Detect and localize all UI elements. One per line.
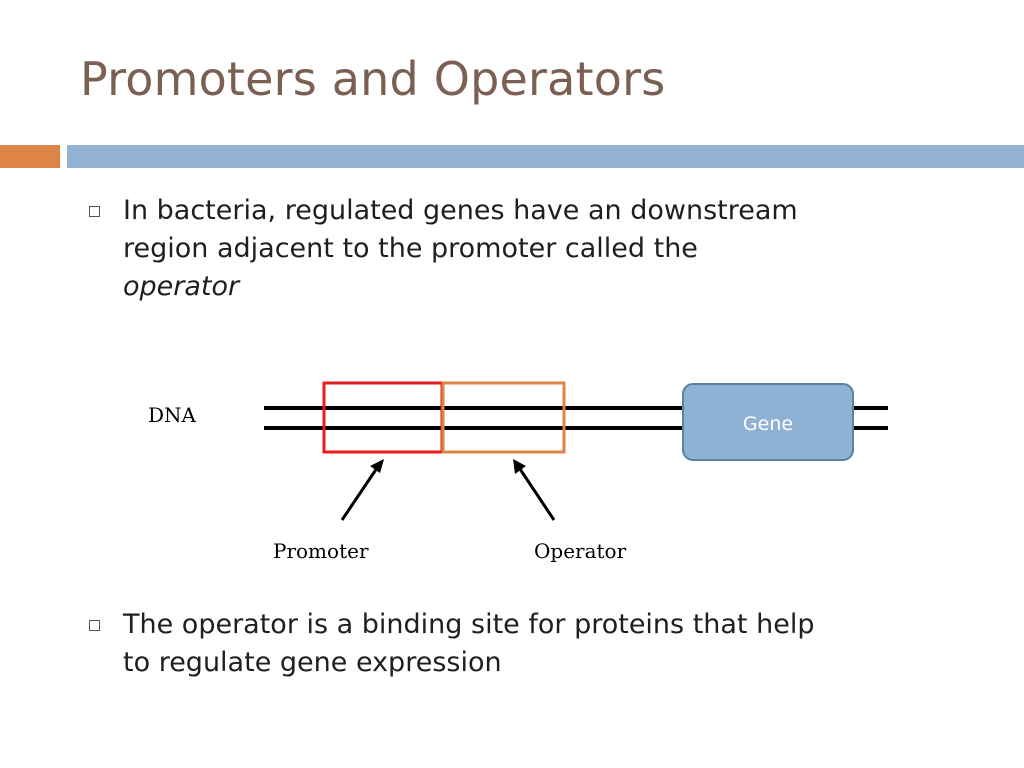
bullet-line-emphasis: operator [123,268,239,306]
promoter-label: Promoter [273,539,369,563]
bullet-item: In bacteria, regulated genes have an dow… [89,192,989,312]
operator-label: Operator [534,539,627,563]
slide-title: Promoters and Operators [80,52,666,106]
operator-arrowhead [513,459,526,474]
gene-regulation-diagram: DNA Gene Promoter Operator [148,381,888,563]
operator-region [441,381,566,454]
promoter-arrow [340,467,379,521]
promoter-arrowhead [370,459,384,473]
accent-band-orange [0,145,60,168]
accent-band-blue [67,145,1024,168]
promoter-region [322,381,444,454]
bullet-line: The operator is a binding site for prote… [123,609,815,640]
operator-arrow [518,468,556,521]
bullet-item: The operator is a binding site for prote… [89,606,989,686]
operator-term: operator [123,271,240,302]
bullet-line: region adjacent to the promoter called t… [123,233,698,264]
bullet-line: to regulate gene expression [123,647,502,678]
square-bullet-icon [89,206,100,217]
gene-label: Gene [743,413,793,435]
bullet-line: In bacteria, regulated genes have an dow… [123,195,798,226]
square-bullet-icon [89,620,100,631]
dna-label: DNA [148,403,197,427]
gene-box [682,383,854,461]
